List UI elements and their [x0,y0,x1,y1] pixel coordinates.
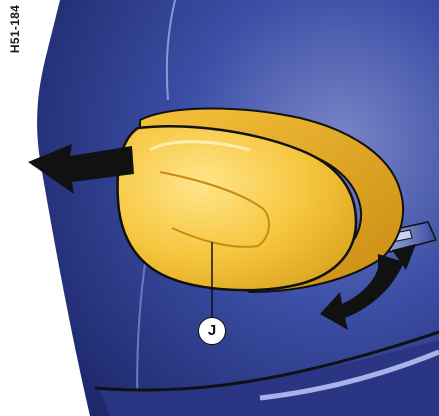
figure-reference-code: H51-184 [8,0,22,58]
callout-label: J [198,317,226,345]
